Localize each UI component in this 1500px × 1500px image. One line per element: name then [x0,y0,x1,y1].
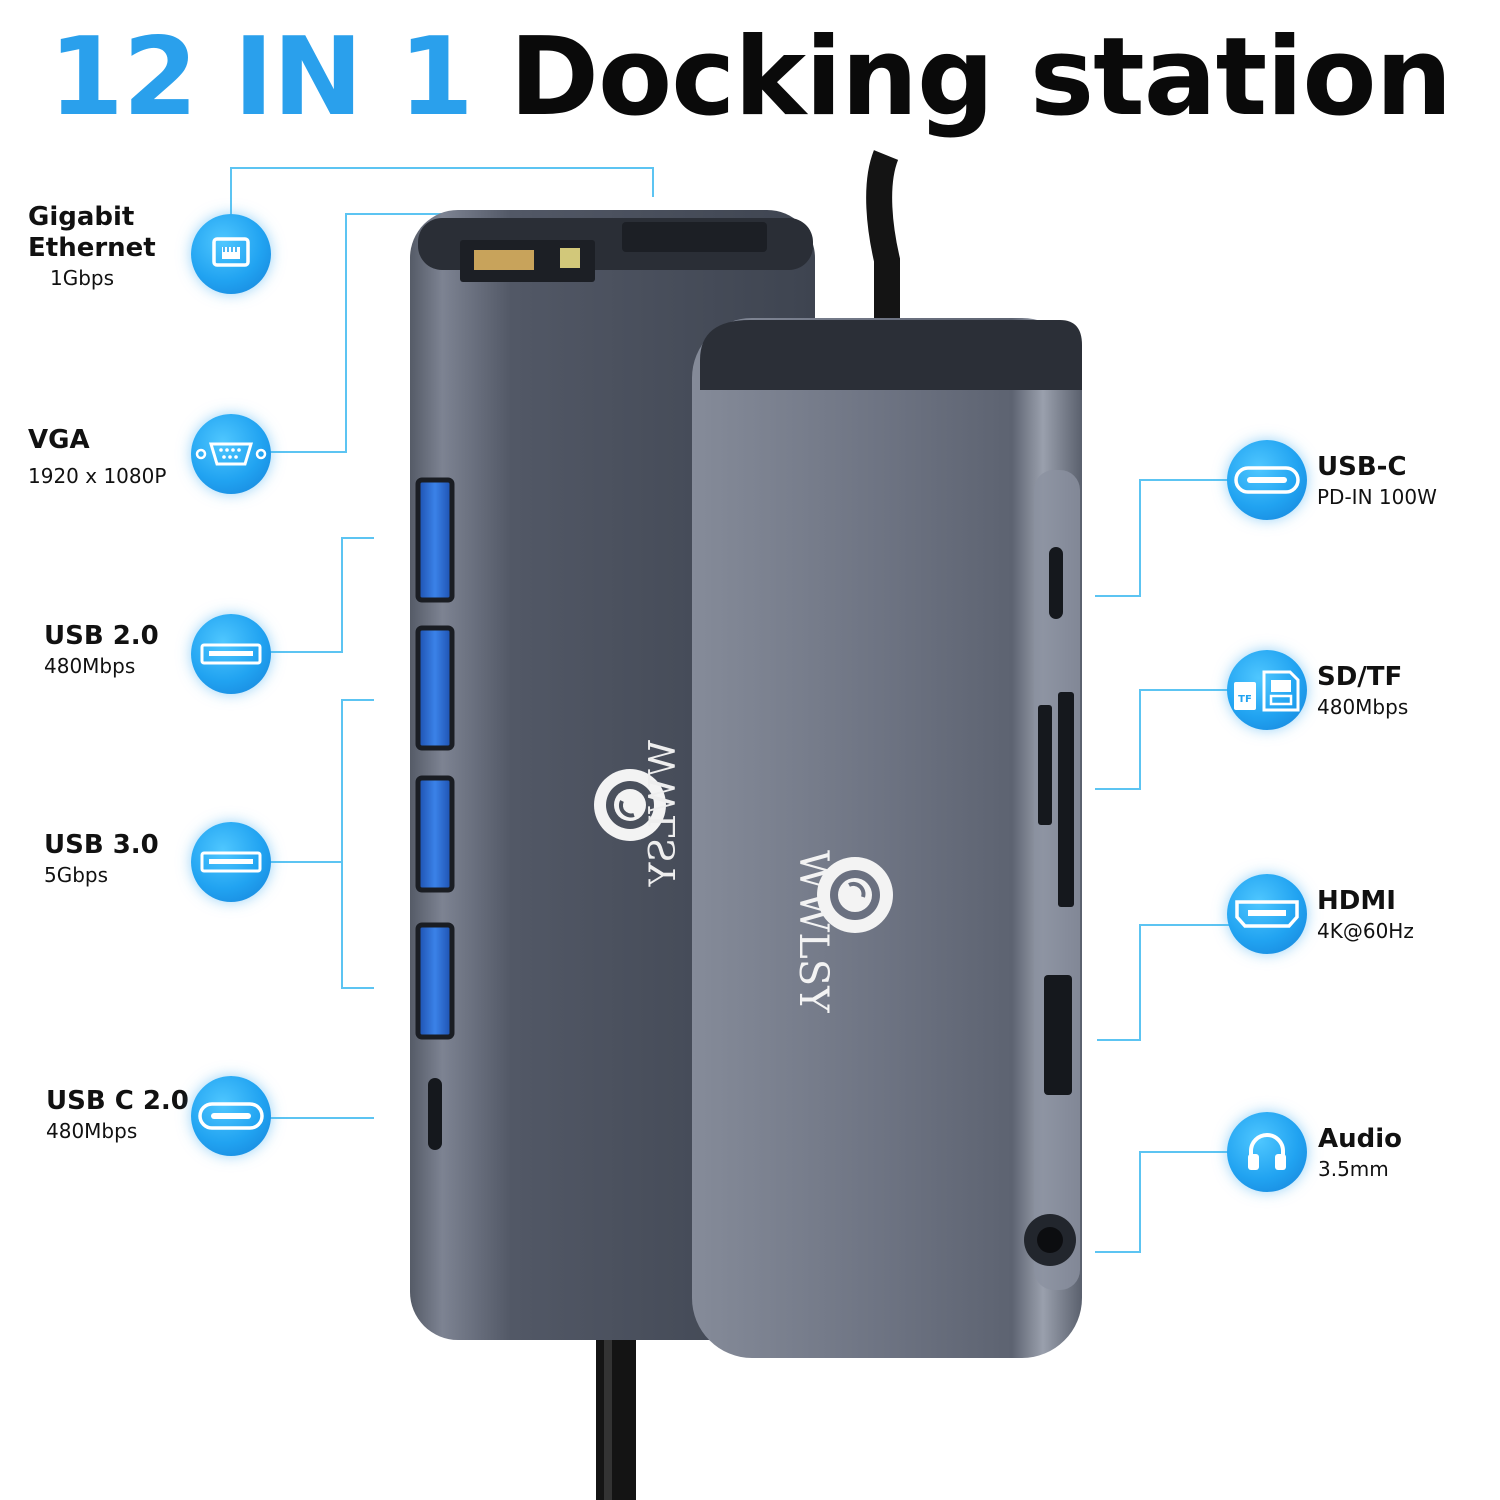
hdmi-label: HDMI 4K@60Hz [1317,886,1414,945]
usb2-spec: 480Mbps [44,654,136,678]
title-accent: 12 IN 1 [48,15,474,140]
usb-c-icon [1227,440,1307,520]
ethernet-name-line-1: Gigabit [28,202,135,232]
hdmi-name: HDMI [1317,886,1396,916]
usb3-label: USB 3.0 5Gbps [44,830,159,889]
sd-tf-card-icon: TF [1227,650,1307,730]
usbc2-spec: 480Mbps [46,1119,138,1143]
sd-slot [1058,692,1074,907]
front-hub-body [692,318,1082,1358]
vga-spec: 1920 x 1080P [28,464,167,488]
usbc-pd-name: USB-C [1317,452,1407,482]
tf-slot [1038,705,1052,825]
title-main: Docking station [509,15,1452,140]
usb2-port-1 [415,477,455,603]
vga-name: VGA [28,425,90,455]
hdmi-icon [1227,874,1307,954]
headphones-icon [1227,1112,1307,1192]
vga-label: VGA 1920 x 1080P [28,425,166,490]
usbc2-port [428,1078,442,1150]
usbc-pd-spec: PD-IN 100W [1317,485,1437,509]
hdmi-port [1044,975,1072,1095]
usbc-pd-connector-line [1095,479,1230,597]
sdtf-label: SD/TF 480Mbps [1317,662,1408,721]
usb3-port-1 [415,775,455,893]
hdmi-connector-line [1097,924,1230,1041]
back-brand-text: WWLSY [643,740,684,888]
usb2-connector-line [270,537,374,653]
ethernet-connector-line [230,167,654,214]
ethernet-icon [191,214,271,294]
usb2-port-2 [415,625,455,751]
usb3-spec: 5Gbps [44,863,109,887]
page-title: 12 IN 1 Docking station [0,18,1500,138]
sdtf-spec: 480Mbps [1317,695,1409,719]
audio-spec: 3.5mm [1318,1157,1389,1181]
usb3-bracket-line [341,699,374,989]
usb3-port-2 [415,922,455,1040]
audio-label: Audio 3.5mm [1318,1124,1402,1183]
vga-icon [191,414,271,494]
usb-a-icon [191,822,271,902]
usb2-label: USB 2.0 480Mbps [44,621,159,680]
usbc-pd-port [1049,547,1063,619]
audio-connector-line [1095,1151,1230,1253]
front-logo [817,857,893,933]
audio-name: Audio [1318,1124,1403,1154]
top-cable [866,150,900,360]
usb2-name: USB 2.0 [44,621,159,651]
usb3-name: USB 3.0 [44,830,159,860]
usb-a-icon [191,614,271,694]
sdtf-connector-line [1095,689,1230,790]
ethernet-name-line-2: Ethernet [28,233,156,263]
usbc2-label: USB C 2.0 480Mbps [46,1086,189,1145]
back-logo [594,769,666,841]
front-brand-text: WWLSY [790,850,836,1013]
sdtf-name: SD/TF [1317,662,1403,692]
ethernet-spec: 1Gbps [50,266,115,290]
vga-port [622,222,767,252]
usb-c-icon [191,1076,271,1156]
usbc-pd-label: USB-C PD-IN 100W [1317,452,1437,511]
hdmi-spec: 4K@60Hz [1317,919,1414,943]
tf-icon-text: TF [1238,694,1252,705]
usbc2-name: USB C 2.0 [46,1086,189,1116]
ethernet-label: Gigabit Ethernet 1Gbps [28,202,156,292]
